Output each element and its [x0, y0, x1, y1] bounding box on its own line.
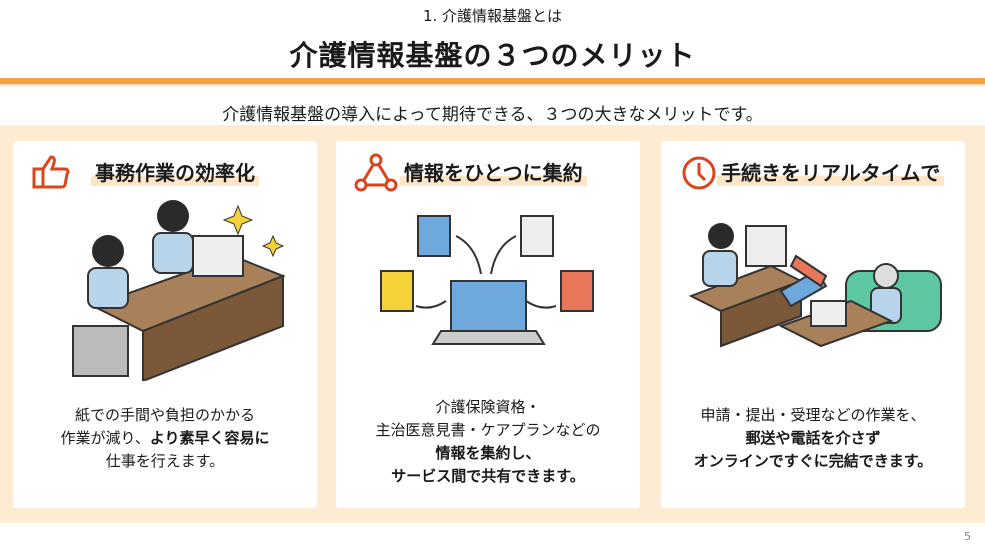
desc-line: 紙での手間や負担のかかる — [74, 406, 255, 424]
merit-heading: 手続きをリアルタイムで — [717, 157, 945, 186]
desc-emphasis: より素早く容易に — [149, 429, 270, 447]
desc-emphasis: オンラインですぐに完結できます。 — [693, 452, 933, 470]
page-title: 介護情報基盤の３つのメリット — [289, 39, 696, 72]
desc-text: 作業が減り、 — [60, 429, 150, 447]
merit-heading: 情報をひとつに集約 — [400, 157, 587, 186]
merit-card-consolidation: 情報をひとつに集約 介護保険資格・ 主治医意見書・ケアプランなどの 情報を集約し… — [336, 141, 640, 508]
page-subtitle: 介護情報基盤の導入によって期待できる、３つの大きなメリットです。 — [222, 105, 763, 125]
clock-icon — [682, 156, 716, 190]
title-divider — [0, 78, 985, 86]
merit-card-realtime: 手続きをリアルタイムで 申請・提出・受理などの作業を、 郵送や電話を介さず オン… — [661, 141, 965, 508]
desc-line: 作業が減り、より素早く容易に — [13, 427, 317, 450]
thumbs-up-icon — [32, 155, 70, 189]
desc-line: 介護保険資格・ — [435, 398, 541, 416]
information-sharing-illustration — [380, 215, 594, 345]
desc-line: 申請・提出・受理などの作業を、 — [700, 406, 926, 424]
merit-card-efficiency: 事務作業の効率化 紙での手間や負担のかかる 作業が減り、より素早く容易に 仕事を… — [13, 141, 317, 508]
section-label: 1. 介護情報基盤とは — [422, 7, 563, 25]
online-procedure-illustration — [688, 223, 942, 348]
network-icon — [354, 153, 398, 192]
desc-line: 仕事を行えます。 — [105, 452, 225, 470]
desc-emphasis: サービス間で共有できます。 — [391, 467, 585, 485]
merit-description: 紙での手間や負担のかかる 作業が減り、より素早く容易に 仕事を行えます。 — [13, 404, 317, 473]
merit-description: 介護保険資格・ 主治医意見書・ケアプランなどの 情報を集約し、 サービス間で共有… — [336, 396, 640, 488]
merit-heading: 事務作業の効率化 — [91, 157, 259, 186]
desc-line: 主治医意見書・ケアプランなどの — [375, 421, 601, 439]
merit-description: 申請・提出・受理などの作業を、 郵送や電話を介さず オンラインですぐに完結できま… — [661, 404, 965, 473]
page-number: 5 — [964, 530, 971, 543]
office-workers-illustration — [72, 200, 286, 381]
desc-emphasis: 郵送や電話を介さず — [745, 429, 881, 447]
merits-panel: 事務作業の効率化 紙での手間や負担のかかる 作業が減り、より素早く容易に 仕事を… — [0, 125, 985, 523]
desc-emphasis: 情報を集約し、 — [435, 444, 541, 462]
